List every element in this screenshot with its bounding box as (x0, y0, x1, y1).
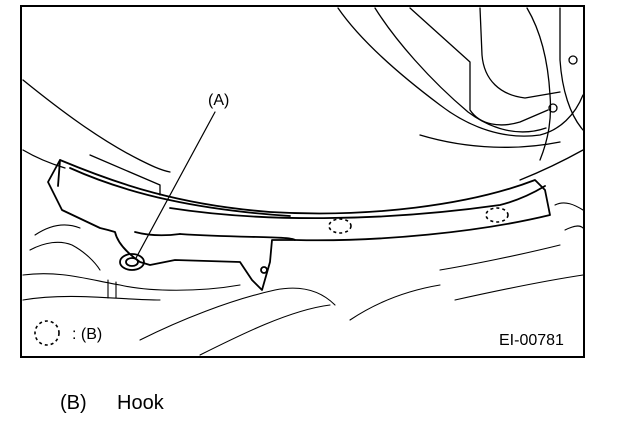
lower-body-lines (22, 202, 584, 356)
legend-label: : (B) (72, 326, 103, 343)
callout-label-a: (A) (208, 92, 230, 109)
hook-b-marker (328, 218, 352, 234)
hook-b-marker (485, 207, 509, 223)
figure-frame (20, 5, 585, 358)
caption-description: Hook (117, 392, 164, 414)
caption-key: (B) (60, 392, 87, 414)
body-panel (337, 7, 584, 181)
leader-line-a (135, 111, 216, 259)
upper-sill-lines (22, 79, 171, 196)
arch-trim-part (47, 159, 551, 291)
figure-id: EI-00781 (499, 332, 564, 349)
dashed-circle-icon (34, 320, 60, 346)
